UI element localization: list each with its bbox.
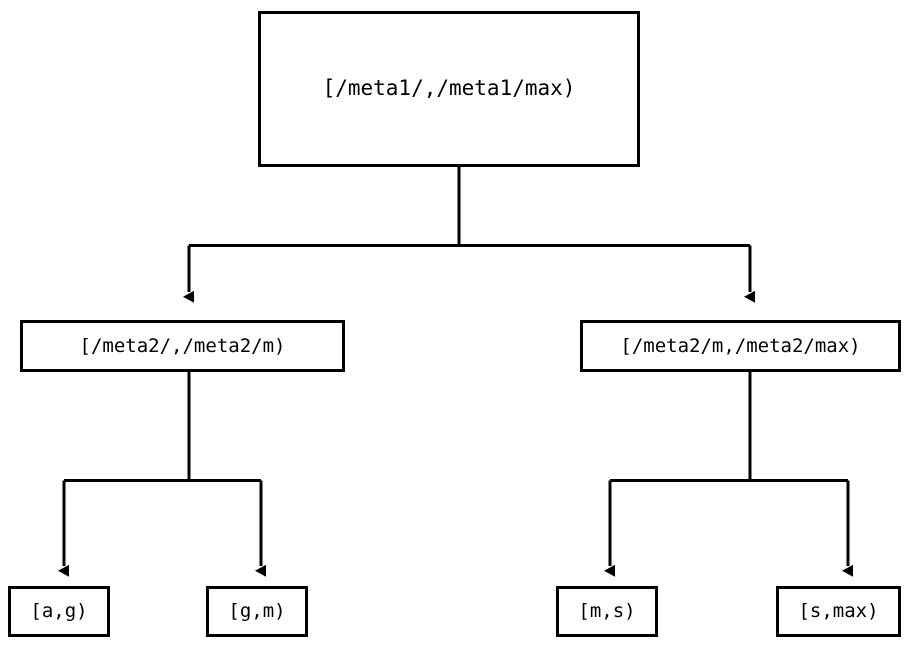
node-mid-right-label: [/meta2/m,/meta2/max) (620, 334, 861, 357)
node-root-label: [/meta1/,/meta1/max) (322, 76, 576, 101)
node-leaf-g-m-label: [g,m) (228, 600, 286, 623)
node-leaf-m-s-label: [m,s) (578, 600, 636, 623)
node-mid-right[interactable]: [/meta2/m,/meta2/max) (580, 320, 901, 372)
node-leaf-s-max[interactable]: [s,max) (776, 586, 901, 637)
node-mid-left-label: [/meta2/,/meta2/m) (79, 334, 286, 357)
node-leaf-s-max-label: [s,max) (798, 600, 879, 623)
node-leaf-a-g-label: [a,g) (30, 600, 88, 623)
node-leaf-a-g[interactable]: [a,g) (8, 586, 110, 637)
node-leaf-g-m[interactable]: [g,m) (206, 586, 308, 637)
node-leaf-m-s[interactable]: [m,s) (556, 586, 658, 637)
node-root[interactable]: [/meta1/,/meta1/max) (258, 11, 640, 167)
node-mid-left[interactable]: [/meta2/,/meta2/m) (20, 320, 345, 372)
